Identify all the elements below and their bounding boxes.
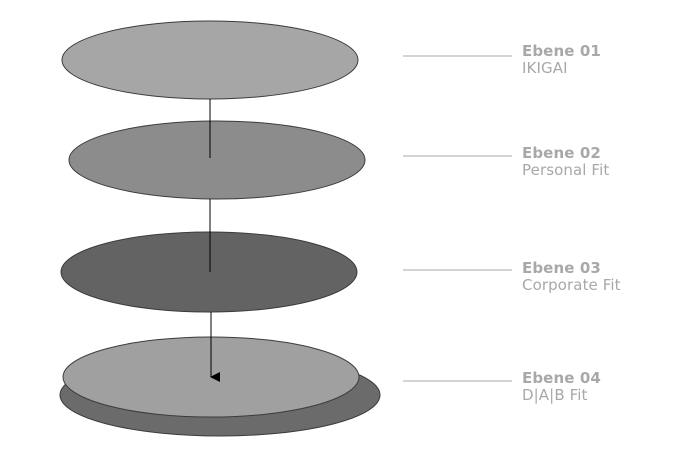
layer-02-label: Ebene 02 Personal Fit [522,144,610,180]
layer-02-subtitle: Personal Fit [522,161,610,180]
layer-04-subtitle: D|A|B Fit [522,386,588,405]
layer-01-label: Ebene 01 IKIGAI [522,42,601,78]
layer-03-title: Ebene 03 [522,259,601,277]
layer-02-title: Ebene 02 [522,144,601,162]
layer-03-disc [60,231,358,313]
layer-02-disc [68,120,366,200]
layer-04-label: Ebene 04 D|A|B Fit [522,369,601,405]
layer-03-label: Ebene 03 Corporate Fit [522,259,621,295]
layer-01-title: Ebene 01 [522,42,601,60]
layer-01-subtitle: IKIGAI [522,59,568,78]
layer-01-disc [61,20,359,100]
layer-04-title: Ebene 04 [522,369,601,387]
layer-03-subtitle: Corporate Fit [522,276,621,295]
